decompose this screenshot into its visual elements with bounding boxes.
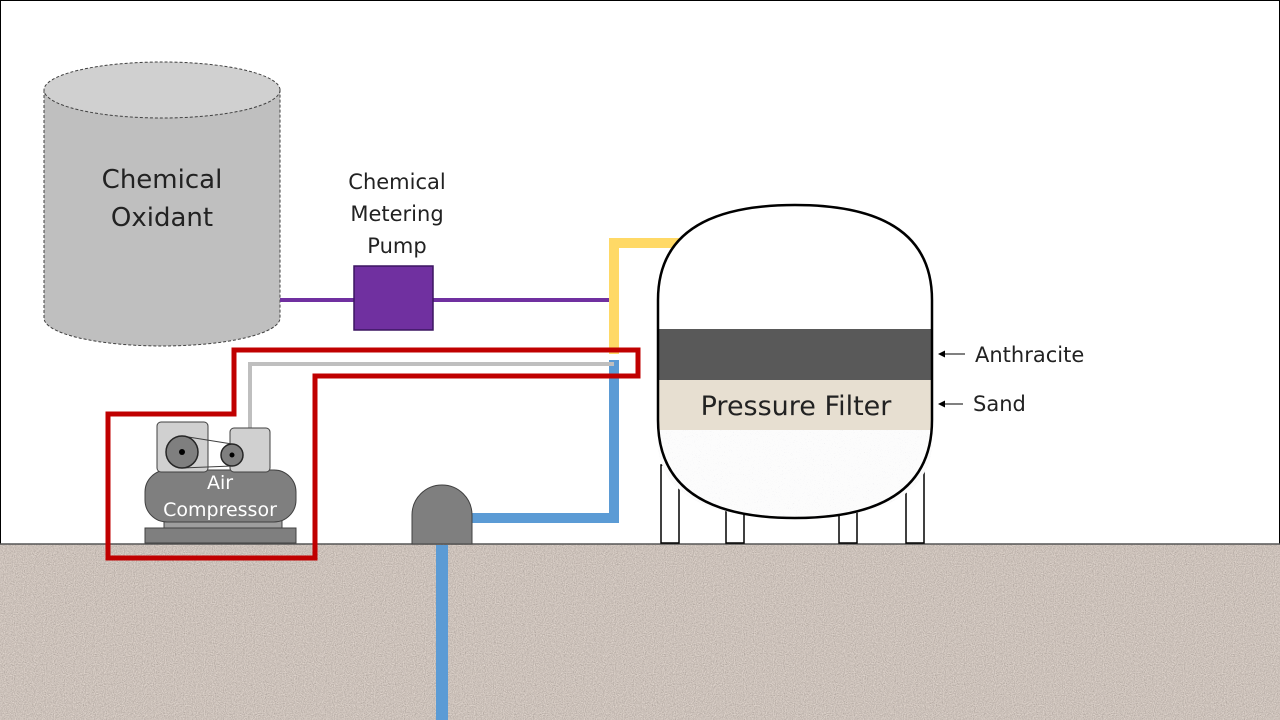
tank-label-line1: Chemical [102, 165, 223, 195]
pump-label-line3: Pump [367, 234, 426, 258]
anthracite-callout: Anthracite [938, 343, 1084, 367]
compressor-label-line1: Air [207, 472, 233, 494]
air-compressor: Air Compressor [144, 421, 297, 544]
ground [0, 543, 1280, 720]
chemical-metering-pump: Chemical Metering Pump [348, 170, 446, 331]
pump-label-line1: Chemical [348, 170, 445, 194]
anthracite-label: Anthracite [975, 343, 1084, 367]
sand-layer [658, 380, 932, 430]
air-line [105, 347, 641, 561]
pressure-filter: Pressure Filter [656, 203, 934, 544]
sand-label: Sand [973, 392, 1026, 416]
wellhead [411, 484, 473, 545]
gravel-layer [658, 430, 932, 518]
anthracite-layer [658, 329, 932, 380]
chemical-oxidant-tank: Chemical Oxidant [43, 61, 281, 347]
tank-label-line2: Oxidant [111, 203, 213, 233]
pump-label-line2: Metering [350, 202, 443, 226]
pressure-filter-label: Pressure Filter [701, 391, 893, 422]
water-line [436, 360, 619, 720]
compressor-label-line2: Compressor [163, 499, 277, 521]
sand-callout: Sand [938, 392, 1026, 416]
